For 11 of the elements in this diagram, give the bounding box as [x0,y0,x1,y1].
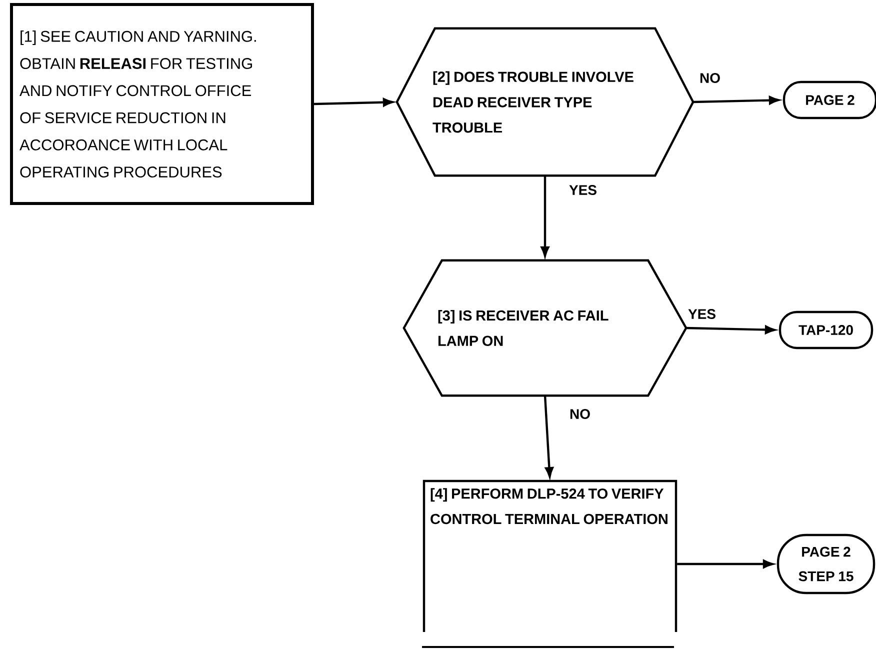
arrow [314,98,394,107]
decision-hexagon: [2] DOES TROUBLE INVOLVE DEAD RECEIVER TYPE TROUBLE [396,27,694,177]
edge-label: YES [568,184,598,196]
decision-hexagon: [3] IS RECEIVER AC FAIL LAMP ON [402,259,688,397]
process-box: [4] PERFORM DLP-524 TO VERIFY CONTROL TERMINAL OPERATION [422,480,678,632]
process-box: [1] SEE CAUTION AND YARNING. OBTAIN RELEASI FOR TESTING AND NOTIFY CONTROL OFFICE OF SERVICE REDUCTION IN ACCOROANCE WITH LOCAL OPERATING PROCEDURES [10,3,314,205]
arrow [540,176,550,257]
edge-label: NO [698,72,722,84]
edge-label: NO [568,408,592,420]
arrow [544,396,554,478]
edge-label: YES [687,308,717,320]
